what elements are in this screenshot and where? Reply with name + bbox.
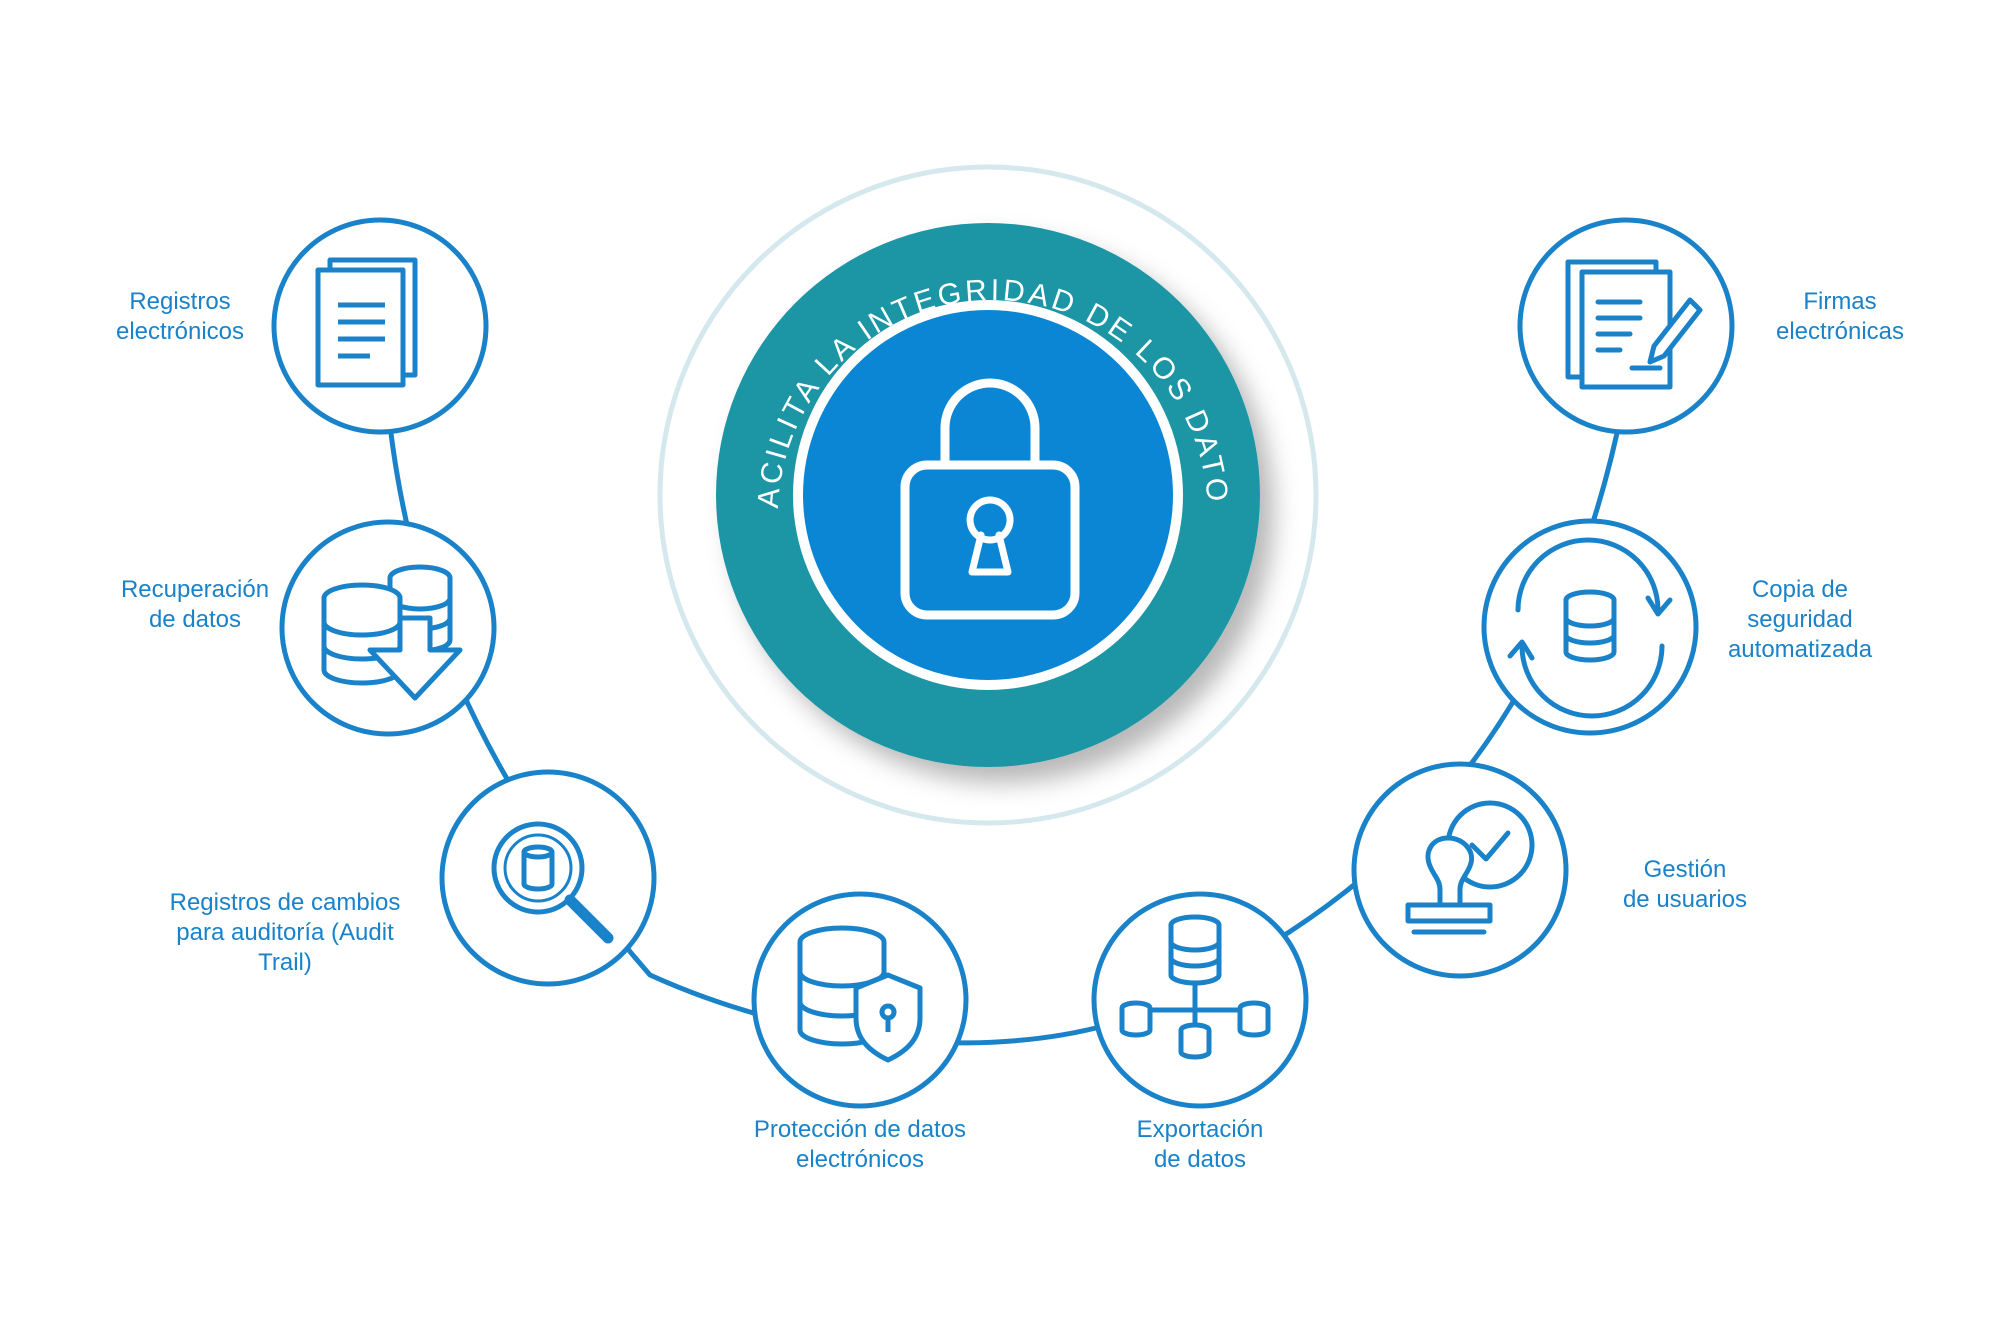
- database-download-icon: [321, 564, 463, 701]
- label-line: automatizada: [1727, 636, 1873, 663]
- label-line: de datos: [1153, 1146, 1247, 1173]
- label-line: seguridad: [1747, 606, 1853, 633]
- center-badge: FACILITA LA INTEGRIDAD DE LOS DATOS: [0, 0, 1319, 826]
- label-proteccion-datos: Protección de datos electrónicos: [720, 1115, 1000, 1175]
- label-line: Protección de datos: [753, 1116, 967, 1143]
- node-firmas-electronicas: [1517, 217, 1735, 435]
- label-audit-trail: Registros de cambios para auditoría (Aud…: [150, 888, 420, 978]
- document-signature-icon: [1565, 259, 1703, 390]
- node-audit-trail: [439, 769, 657, 987]
- label-copia-seguridad: Copia de seguridad automatizada: [1700, 575, 1900, 665]
- user-stamp-check-icon: [1405, 800, 1535, 935]
- label-line: Copia de: [1751, 576, 1849, 603]
- node-exportacion-datos: [1091, 891, 1309, 1109]
- padlock-icon: [900, 378, 1080, 620]
- label-line: para auditoría (Audit: [176, 919, 394, 946]
- label-registros-electronicos: Registros electrónicos: [90, 287, 270, 347]
- label-line: Firmas: [1803, 288, 1877, 315]
- label-line: Exportación: [1136, 1116, 1264, 1143]
- label-line: electrónicos: [115, 318, 245, 345]
- node-recuperacion-datos: [279, 519, 497, 737]
- label-line: electrónicas: [1775, 318, 1905, 345]
- label-firmas-electronicas: Firmas electrónicas: [1750, 287, 1930, 347]
- inner-disc: [803, 310, 1173, 680]
- database-search-icon: [491, 821, 614, 944]
- node-gestion-usuarios: [1351, 761, 1569, 979]
- node-registros-electronicos: [271, 217, 489, 435]
- label-exportacion-datos: Exportación de datos: [1100, 1115, 1300, 1175]
- database-network-icon: [1119, 914, 1271, 1060]
- label-line: Gestión: [1643, 856, 1727, 883]
- label-line: Recuperación: [120, 576, 270, 603]
- label-line: de usuarios: [1622, 886, 1748, 913]
- label-line: Trail): [258, 949, 312, 976]
- database-sync-icon: [1507, 537, 1673, 719]
- node-copia-seguridad: [1481, 518, 1699, 736]
- label-recuperacion-datos: Recuperación de datos: [95, 575, 295, 635]
- node-proteccion-datos: [751, 891, 969, 1109]
- label-gestion-usuarios: Gestión de usuarios: [1590, 855, 1780, 915]
- label-line: Registros: [129, 288, 231, 315]
- label-line: Registros de cambios: [169, 889, 401, 916]
- database-shield-icon: [797, 925, 923, 1063]
- documents-icon: [315, 257, 418, 388]
- label-line: de datos: [148, 606, 242, 633]
- label-line: electrónicos: [795, 1146, 925, 1173]
